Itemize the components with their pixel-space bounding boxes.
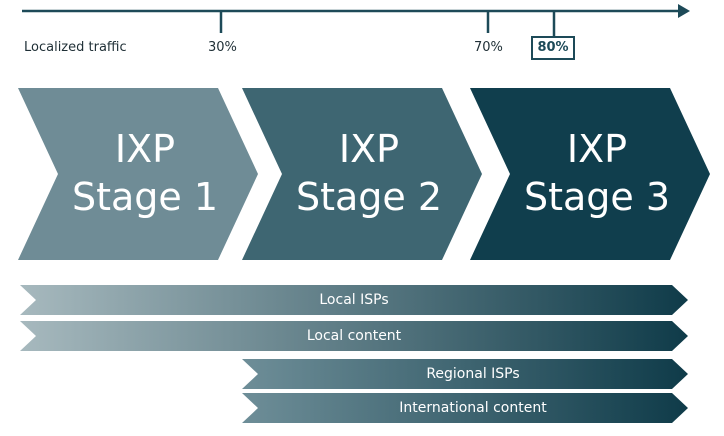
bar-local-content-shape xyxy=(20,321,688,351)
stage-2-line1: IXP xyxy=(338,127,400,171)
stage-1-shape xyxy=(18,88,258,260)
bar-local-isps-shape xyxy=(20,285,688,315)
bar-regional-isps-label: Regional ISPs xyxy=(426,366,520,382)
stage-3-line2: Stage 3 xyxy=(523,175,671,219)
bar-local-content: Local content xyxy=(20,321,688,351)
stage-1-line2: Stage 1 xyxy=(71,175,219,219)
axis-marker-80-highlight: 80% xyxy=(531,36,575,60)
stage-2-chevron: IXP Stage 2 xyxy=(242,88,482,260)
axis-arrowhead-icon xyxy=(678,4,690,18)
axis-title: Localized traffic xyxy=(24,40,127,55)
bar-international-content-shape xyxy=(242,393,688,423)
bar-local-isps: Local ISPs xyxy=(20,285,688,315)
bar-local-content-label: Local content xyxy=(306,328,402,344)
stage-3-chevron: IXP Stage 3 xyxy=(470,88,710,260)
stage-1-line1: IXP xyxy=(114,127,176,171)
bar-regional-isps: Regional ISPs xyxy=(242,359,688,389)
stage-2-line2: Stage 2 xyxy=(295,175,443,219)
bar-local-isps-label: Local ISPs xyxy=(319,292,389,308)
bar-international-content-label: International content xyxy=(399,400,547,416)
traffic-axis xyxy=(22,4,690,37)
axis-marker-70: 70% xyxy=(474,40,503,55)
stage-3-shape xyxy=(470,88,710,260)
stage-2-shape xyxy=(242,88,482,260)
bar-regional-isps-shape xyxy=(242,359,688,389)
stage-1-chevron: IXP Stage 1 xyxy=(18,88,258,260)
axis-marker-30: 30% xyxy=(208,40,237,55)
stage-3-line1: IXP xyxy=(566,127,628,171)
bar-international-content: International content xyxy=(242,393,688,423)
